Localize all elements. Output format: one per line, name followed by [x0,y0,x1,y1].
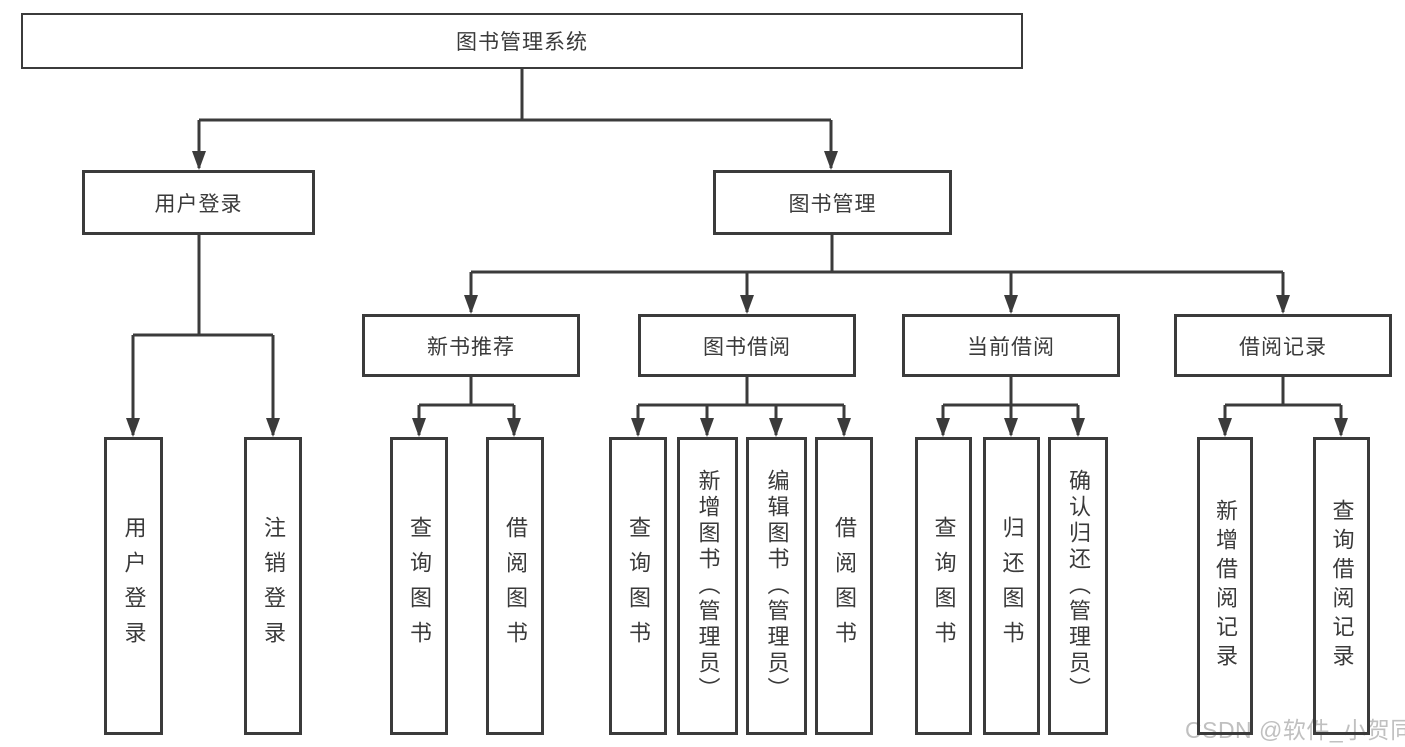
leaf-borrow-books-1: 借阅图书 [486,437,544,735]
node-current-borrow-label: 当前借阅 [967,335,1055,359]
leaf-borrow-books-2: 借阅图书 [815,437,873,735]
leaf-query-books-3: 查询图书 [915,437,972,735]
leaf-confirm-return-admin: 确认归还（管理员） [1048,437,1108,735]
leaf-logout: 注销登录 [244,437,302,735]
leaf-query-borrow-record: 查询借阅记录 [1313,437,1370,735]
leaf-add-borrow-record: 新增借阅记录 [1197,437,1253,735]
node-book-management-label: 图书管理 [788,192,877,216]
leaf-return-books-label: 归还图书 [999,516,1025,656]
leaf-return-books: 归还图书 [983,437,1040,735]
leaf-borrow-books-1-label: 借阅图书 [503,516,528,656]
leaf-user-login: 用户登录 [104,437,163,735]
leaf-query-books-3-label: 查询图书 [931,516,957,656]
leaf-query-books-1-label: 查询图书 [407,516,432,656]
node-root-label: 图书管理系统 [456,31,588,54]
leaf-confirm-return-admin-label: 确认归还（管理员） [1066,469,1091,703]
node-root: 图书管理系统 [21,13,1023,69]
node-user-login: 用户登录 [82,170,315,235]
leaf-query-books-1: 查询图书 [390,437,448,735]
leaf-query-borrow-record-label: 查询借阅记录 [1329,499,1355,673]
node-new-book-recommend-label: 新书推荐 [427,335,515,359]
leaf-query-books-2-label: 查询图书 [626,516,651,656]
leaf-add-books-admin-label: 新增图书（管理员） [695,469,721,703]
csdn-watermark: CSDN @软件_小贺同学 [1185,717,1405,743]
leaf-add-borrow-record-label: 新增借阅记录 [1213,499,1238,673]
leaf-edit-books-admin: 编辑图书（管理员） [746,437,807,735]
node-book-borrow: 图书借阅 [638,314,856,377]
leaf-user-login-label: 用户登录 [121,516,147,656]
node-book-borrow-label: 图书借阅 [703,335,791,359]
leaf-add-books-admin: 新增图书（管理员） [677,437,738,735]
leaf-edit-books-admin-label: 编辑图书（管理员） [764,469,790,703]
node-borrow-records: 借阅记录 [1174,314,1392,377]
node-book-management: 图书管理 [713,170,952,235]
node-borrow-records-label: 借阅记录 [1239,335,1327,359]
leaf-borrow-books-2-label: 借阅图书 [832,516,857,656]
node-new-book-recommend: 新书推荐 [362,314,580,377]
node-user-login-label: 用户登录 [154,192,243,216]
node-current-borrow: 当前借阅 [902,314,1120,377]
leaf-query-books-2: 查询图书 [609,437,667,735]
leaf-logout-label: 注销登录 [261,516,286,656]
